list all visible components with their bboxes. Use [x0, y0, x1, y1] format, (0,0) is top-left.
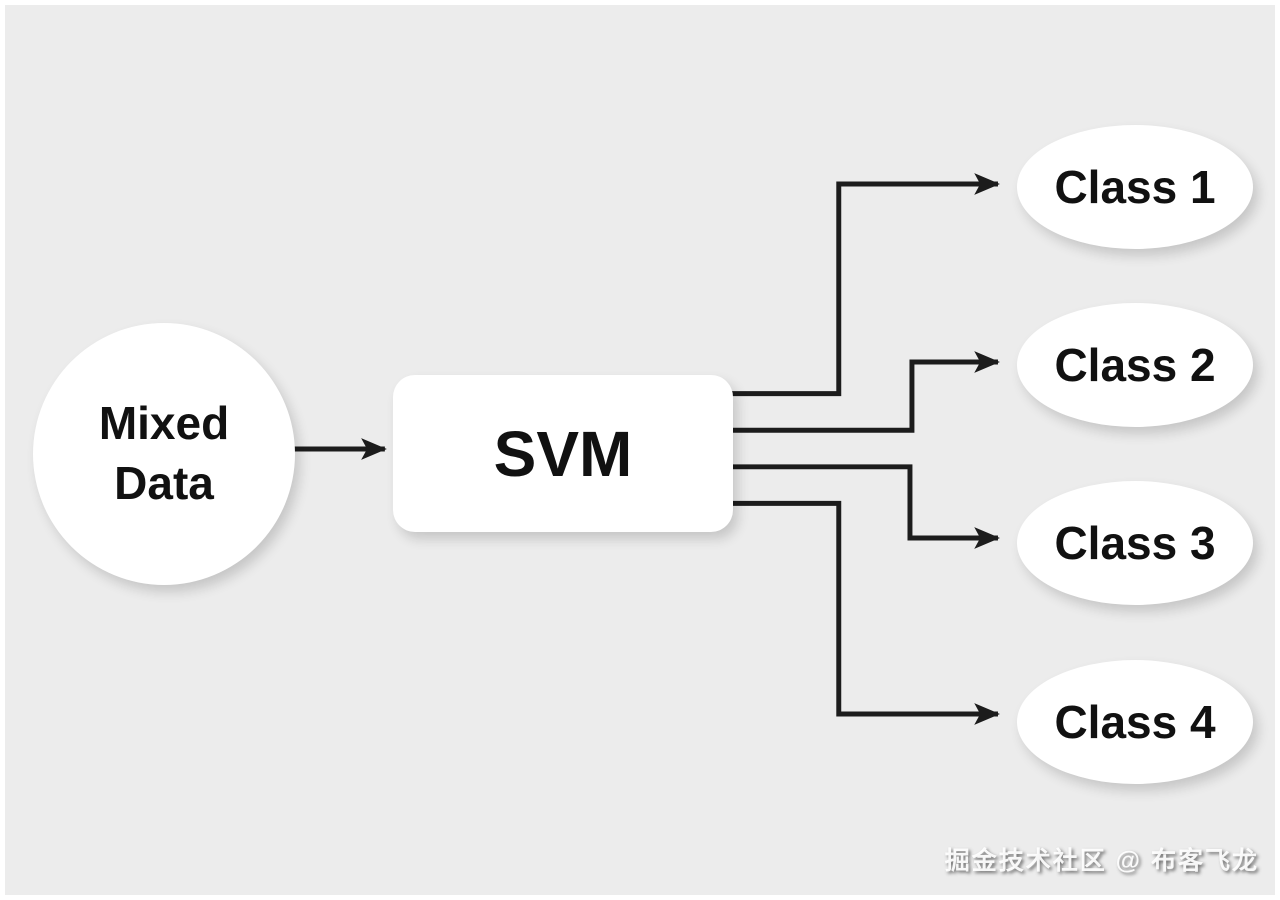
connector-svm-to-class-4: [727, 500, 1000, 725]
mixed-data-label: Mixed Data: [99, 394, 229, 514]
class-3-label: Class 3: [1054, 517, 1216, 569]
class-2-label: Class 2: [1054, 339, 1216, 391]
connector-svm-to-class-3: [727, 464, 1000, 549]
connector-svm-to-class-1: [727, 173, 1000, 397]
mixed-data-label-line2: Data: [114, 457, 214, 509]
mixed-data-label-line1: Mixed: [98, 397, 230, 450]
node-mixed-data: Mixed Data: [33, 323, 295, 585]
connector-layer: [293, 173, 1000, 725]
node-class-4: Class 4: [1017, 660, 1253, 784]
watermark: 掘金技术社区 @ 布客飞龙: [944, 847, 1259, 875]
node-class-1: Class 1: [1017, 125, 1253, 249]
class-1-label: Class 1: [1054, 161, 1216, 213]
svm-label: SVM: [493, 417, 633, 490]
node-class-2: Class 2: [1017, 303, 1253, 427]
class-4-label: Class 4: [1054, 696, 1216, 748]
connector-svm-to-class-2: [727, 351, 1000, 433]
node-svm: SVM: [393, 375, 733, 532]
node-class-3: Class 3: [1017, 481, 1253, 605]
